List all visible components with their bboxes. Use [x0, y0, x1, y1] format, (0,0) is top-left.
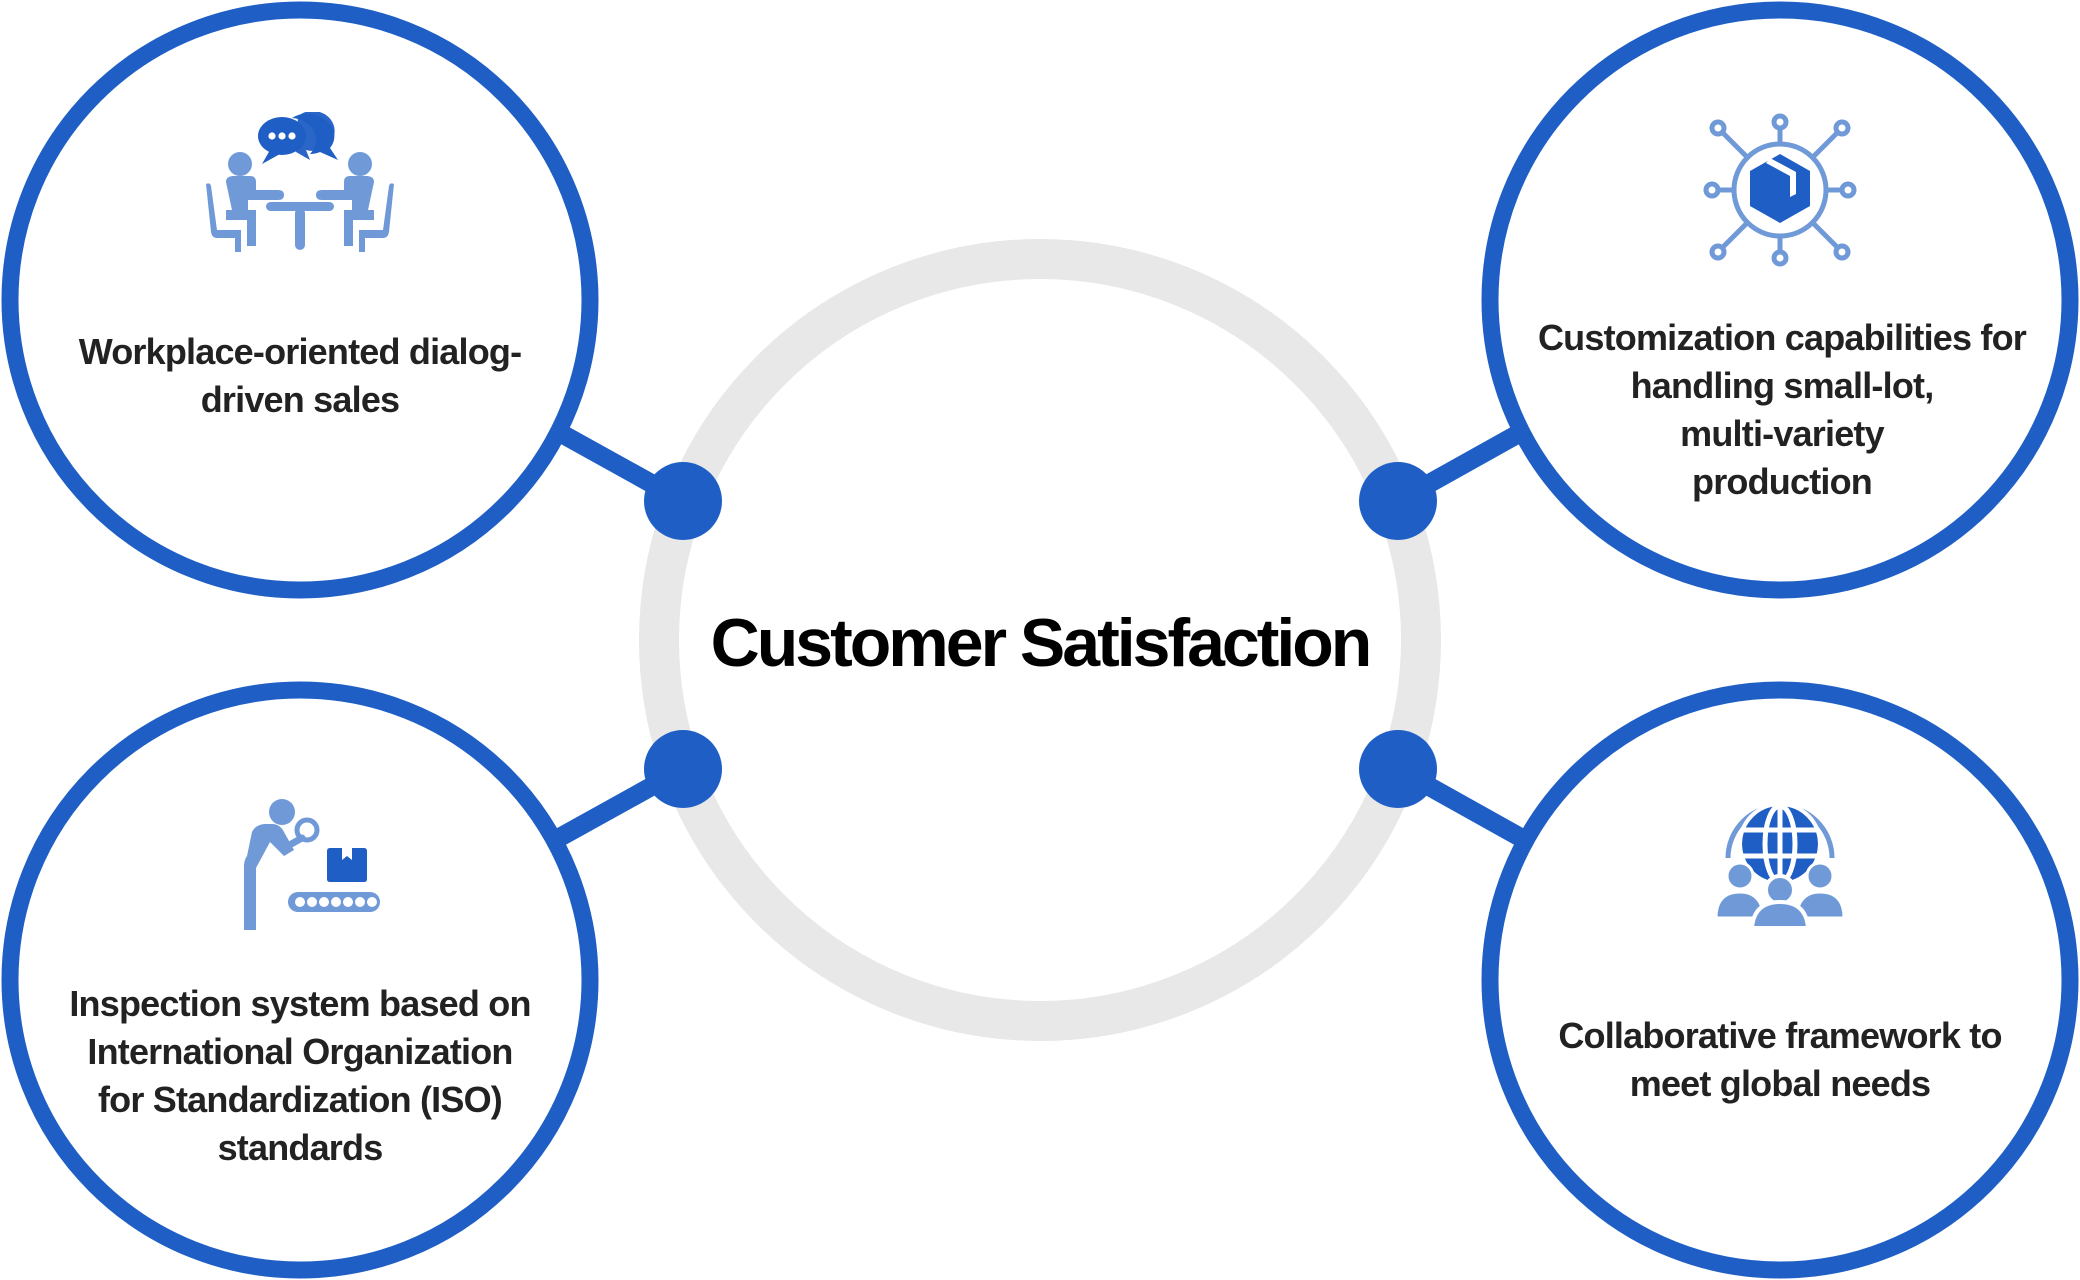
- node-label-line: meet global needs: [1629, 1063, 1931, 1104]
- junction-dot-top-right: [1359, 462, 1437, 540]
- node-label-bottom-right: Collaborative framework to meet global n…: [1520, 1012, 2040, 1108]
- network-box-icon: [1703, 113, 1857, 267]
- node-label-line: handling small-lot,: [1630, 365, 1935, 406]
- node-ring-top-right: [1481, 1, 2079, 599]
- node-label-line: driven sales: [200, 379, 400, 420]
- junction-dot-bottom-left: [644, 730, 722, 808]
- node-ring-bottom-left: [1, 681, 599, 1279]
- node-label-line: Customization capabilities for: [1537, 317, 2027, 358]
- junction-dot-bottom-right: [1359, 730, 1437, 808]
- node-label-bottom-left: Inspection system based on International…: [35, 980, 565, 1172]
- node-ring-bottom-right: [1481, 681, 2079, 1279]
- center-ring: [639, 239, 1441, 1041]
- node-label-line: Collaborative framework to: [1558, 1015, 2002, 1056]
- node-label-line: production: [1692, 461, 1873, 502]
- node-label-line: International Organization: [87, 1031, 513, 1072]
- center-title: Customer Satisfaction: [710, 605, 1373, 681]
- node-label-line: Workplace-oriented dialog-: [78, 331, 522, 372]
- node-label-top-right: Customization capabilities for handling …: [1517, 314, 2047, 506]
- node-label-line: for Standardization (ISO): [97, 1079, 503, 1120]
- junction-dot-top-left: [644, 462, 722, 540]
- node-label-top-left: Workplace-oriented dialog- driven sales: [40, 328, 560, 424]
- global-team-icon: [1714, 802, 1846, 930]
- meeting-dialog-icon: [206, 112, 394, 252]
- node-label-line: multi-variety: [1680, 413, 1884, 454]
- node-label-line: standards: [217, 1127, 384, 1168]
- node-label-line: Inspection system based on: [69, 983, 531, 1024]
- inspection-conveyor-icon: [244, 799, 380, 930]
- node-ring-top-left: [1, 1, 599, 599]
